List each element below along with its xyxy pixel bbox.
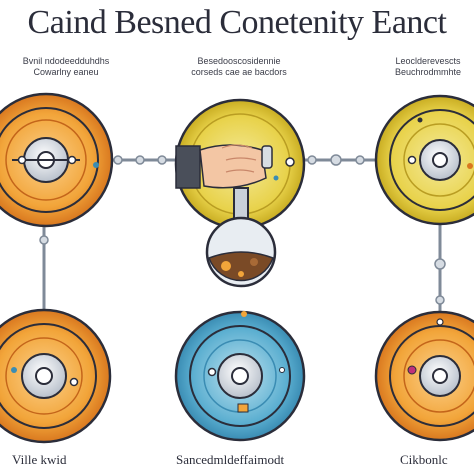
caption-bottom-center: Sancedmldeffaimodt <box>176 452 285 467</box>
caption-bottom-left: Ville kwid <box>12 452 67 467</box>
caption-top-right-line2: Beuchrodmmhte <box>394 67 462 77</box>
bead <box>135 155 145 165</box>
bottom-right-disc <box>374 310 474 442</box>
top-left-disc <box>0 92 114 228</box>
bead <box>330 154 342 166</box>
bead <box>355 155 365 165</box>
bead <box>39 235 49 245</box>
caption-top-left-line1: Bvnil ndodeedduhdhs <box>22 56 110 66</box>
top-right-disc <box>374 94 474 226</box>
caption-top-center-line2: corseds cae ae bacdors <box>191 67 287 77</box>
bead <box>113 155 123 165</box>
flask-icon <box>205 187 277 288</box>
hand-icon <box>175 144 273 189</box>
bead <box>434 258 446 270</box>
caption-top-center: Besedooscosidennie corseds cae ae bacdor… <box>172 56 306 78</box>
bottom-center-disc <box>174 310 306 442</box>
caption-top-center-line1: Besedooscosidennie <box>197 56 281 66</box>
bottom-left-disc <box>0 308 112 444</box>
caption-top-left: Bvnil ndodeedduhdhs Cowarlny eaneu <box>2 56 130 78</box>
caption-top-right-line1: Leoclderevescts <box>395 56 461 66</box>
caption-bottom-right: Cikbonlc <box>400 452 448 467</box>
diagram-title: Caind Besned Conetenity Eanct <box>27 4 447 41</box>
connector-beads <box>39 154 446 305</box>
caption-top-left-line2: Cowarlny eaneu <box>33 67 99 77</box>
caption-top-right: Leoclderevescts Beuchrodmmhte <box>382 56 474 78</box>
bead <box>435 295 445 305</box>
bead <box>157 155 167 165</box>
bead <box>307 155 317 165</box>
